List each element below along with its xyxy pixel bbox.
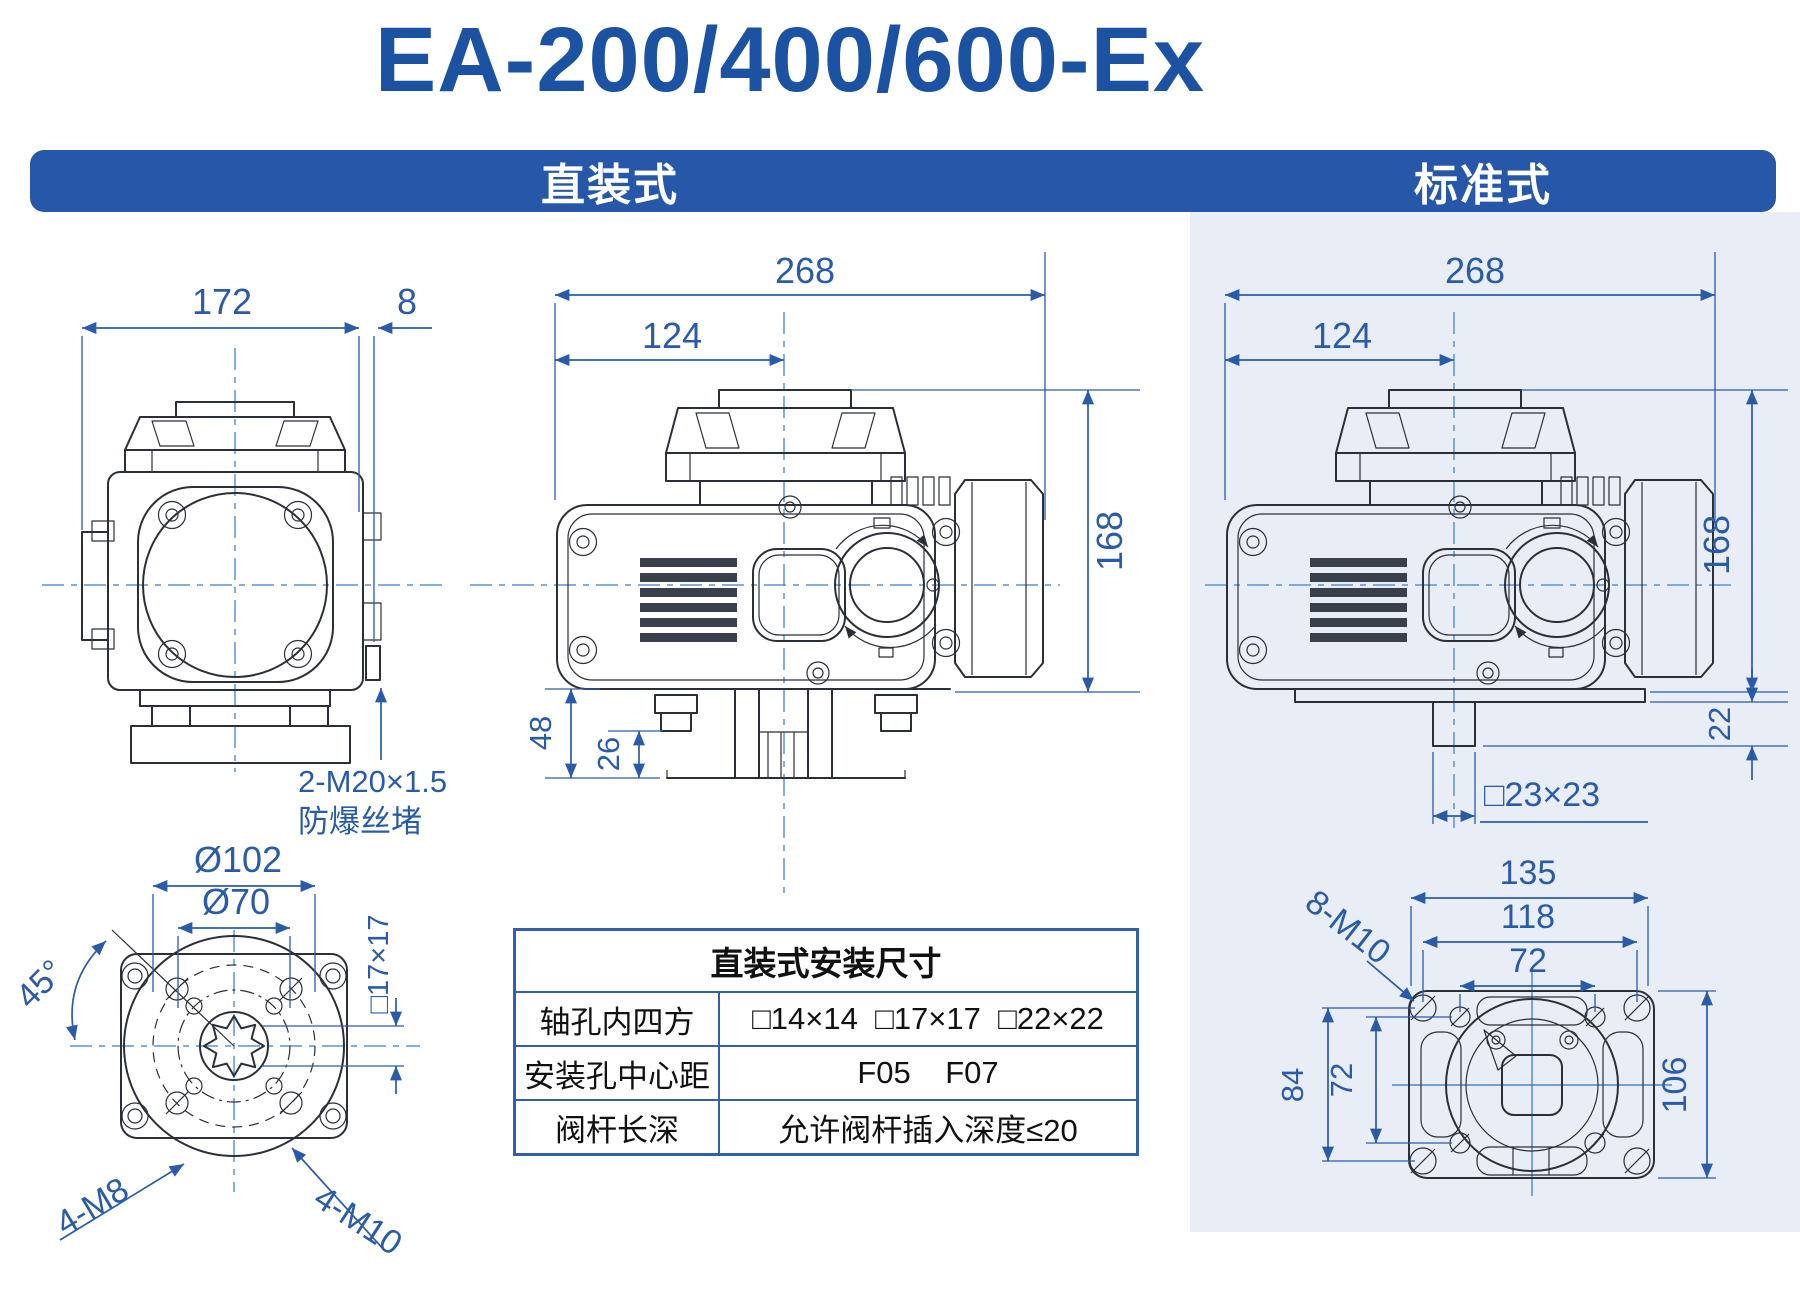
std-flange-inner-bolts <box>1449 1006 1606 1154</box>
dim-height-168: 168 <box>1089 511 1130 571</box>
standard-square-stem <box>1432 701 1476 747</box>
direct-bracket-hatch-left <box>734 688 760 779</box>
dim-flange-72-top: 72 <box>1509 942 1547 980</box>
dim-flange-118: 118 <box>1501 898 1555 936</box>
standard-flange-view: 135 118 72 8-M10 84 72 106 <box>1275 854 1716 1196</box>
standard-end-housing <box>1624 479 1714 678</box>
dim-stem-22: 22 <box>1702 707 1737 741</box>
front-corner-bolts <box>157 500 313 669</box>
flange-m8-holes <box>185 997 283 1095</box>
direct-side-view: 268 124 168 48 26 <box>470 250 1140 900</box>
dim-angle-45: 45° <box>9 953 72 1016</box>
flange-body-circle <box>123 935 345 1157</box>
direct-vent-slats <box>640 558 737 642</box>
dim-std-center-124: 124 <box>1312 315 1372 356</box>
standard-vent-slats <box>1310 558 1407 642</box>
direct-display-window <box>752 548 846 642</box>
dim-flange-106: 106 <box>1656 1057 1694 1114</box>
spec-row-value: F05 F07 <box>857 1055 999 1090</box>
spec-row-label: 阀杆长深 <box>516 1101 720 1153</box>
spec-row-shaft-bore: 轴孔内四方 □14×14 □17×17 □22×22 <box>516 991 1136 1045</box>
plug-label-line2: 防爆丝堵 <box>298 804 422 839</box>
front-left-attachment <box>81 531 109 641</box>
front-view: 172 8 2-M20×1.5 防爆丝堵 <box>42 281 448 839</box>
standard-side-view: 268 124 168 22 □23×23 <box>1205 250 1788 828</box>
label-8-m10: 8-M10 <box>1298 883 1397 972</box>
direct-body <box>556 504 936 690</box>
dim-foot-26: 26 <box>591 737 626 771</box>
dim-bolt-circle-102: Ø102 <box>194 839 282 880</box>
direct-bracket-hatch-right <box>807 688 833 779</box>
front-base-plate <box>130 725 351 764</box>
flange-corner-holes <box>121 962 347 1130</box>
dim-stem-square-23x23: □23×23 <box>1484 776 1600 814</box>
standard-body-bolts <box>1238 517 1631 665</box>
section-header-bar: 直装式 标准式 <box>30 150 1776 212</box>
flange-square <box>120 953 348 1139</box>
direct-end-housing <box>954 479 1044 678</box>
front-window-circle <box>142 492 328 678</box>
direct-body-bolts <box>568 517 961 665</box>
label-4-m10: 4-M10 <box>307 1179 409 1263</box>
flange-shaft-bore <box>199 1011 269 1081</box>
section-label-direct-mount: 直装式 <box>541 161 679 210</box>
plug-label-line1: 2-M20×1.5 <box>298 764 447 799</box>
section-label-standard: 标准式 <box>1414 161 1552 210</box>
front-explosion-proof-plug <box>365 645 381 681</box>
flange-m10-holes <box>165 977 303 1115</box>
dim-std-height-168: 168 <box>1696 515 1737 575</box>
standard-body <box>1226 504 1606 690</box>
dim-plug-offset-8: 8 <box>397 281 417 322</box>
mount-flange-view: Ø102 Ø70 45° □17×17 4-M8 4-M10 <box>9 839 420 1263</box>
dim-std-length-268: 268 <box>1445 250 1505 291</box>
spec-row-mount-holes: 安装孔中心距 F05 F07 <box>516 1045 1136 1099</box>
dim-bracket-48: 48 <box>523 716 558 750</box>
spec-row-label: 安装孔中心距 <box>516 1047 720 1099</box>
spec-row-stem-depth: 阀杆长深 允许阀杆插入深度≤20 <box>516 1099 1136 1153</box>
dim-flange-135: 135 <box>1500 854 1557 892</box>
std-flange-square-bore <box>1501 1054 1563 1116</box>
dim-flange-84: 84 <box>1275 1068 1310 1102</box>
page-title: EA-200/400/600-Ex <box>374 9 1206 111</box>
spec-table-title: 直装式安装尺寸 <box>710 945 942 982</box>
standard-base-plate <box>1294 688 1646 703</box>
front-bottom-band <box>139 689 331 707</box>
std-flange-body-circle <box>1445 998 1619 1172</box>
spec-row-label: 轴孔内四方 <box>516 993 720 1045</box>
front-bezel <box>137 486 334 683</box>
dim-length-268: 268 <box>775 250 835 291</box>
flange-star-shaft <box>203 1015 265 1077</box>
spec-row-value: 允许阀杆插入深度≤20 <box>778 1112 1078 1148</box>
dim-flange-72-left: 72 <box>1324 1063 1359 1097</box>
dim-shaft-square-17x17: □17×17 <box>363 915 395 1014</box>
direct-mount-spec-table: 直装式安装尺寸 轴孔内四方 □14×14 □17×17 □22×22 安装孔中心… <box>513 928 1139 1156</box>
dim-center-124: 124 <box>642 315 702 356</box>
spec-row-value: □14×14 □17×17 □22×22 <box>752 1001 1104 1036</box>
standard-display-window <box>1422 548 1516 642</box>
label-4-m8: 4-M8 <box>49 1170 135 1242</box>
dim-width-172: 172 <box>192 281 252 322</box>
dim-bolt-circle-70: Ø70 <box>202 881 270 922</box>
